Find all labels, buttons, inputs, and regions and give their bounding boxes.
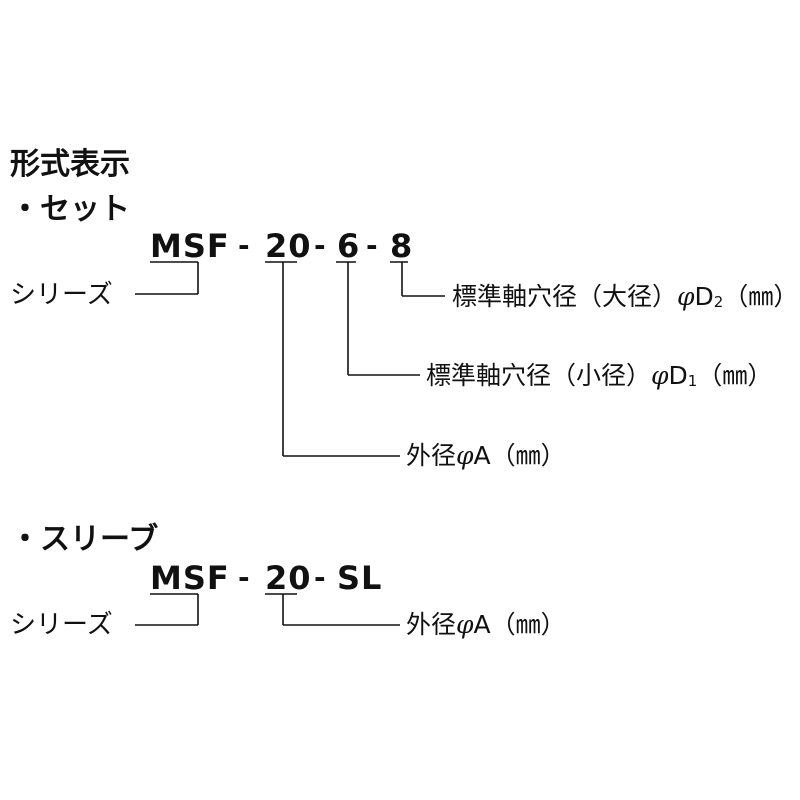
sleeve-code-outer: 20 [265,559,312,597]
set-large-bore-label: 標準軸穴径（大径）φD2（㎜） [452,282,799,311]
set-code-outer: 20 [265,227,312,265]
sleeve-code-series: MSF [150,559,230,597]
sleeve-code-dash-2: - [314,561,326,594]
set-small-bore-label: 標準軸穴径（小径）φD1（㎜） [426,361,773,390]
set-code-small: 6 [337,227,361,265]
sleeve-code-type: SL [337,559,383,597]
page-title: 形式表示 [10,147,130,182]
sleeve-series-label: シリーズ [10,610,113,640]
set-code-dash-3: - [366,229,378,262]
set-code-dash-1: - [238,229,250,262]
sleeve-heading: ・スリーブ [10,522,159,557]
set-heading: ・セット [10,192,130,227]
sleeve-outer-dia-label: 外径φA（㎜） [406,610,566,639]
sleeve-code-dash-1: - [238,561,250,594]
set-code-large: 8 [390,227,414,265]
set-series-label: シリーズ [10,280,113,310]
set-outer-dia-label: 外径φA（㎜） [406,441,566,470]
set-code-dash-2: - [314,229,326,262]
set-code-series: MSF [150,227,230,265]
